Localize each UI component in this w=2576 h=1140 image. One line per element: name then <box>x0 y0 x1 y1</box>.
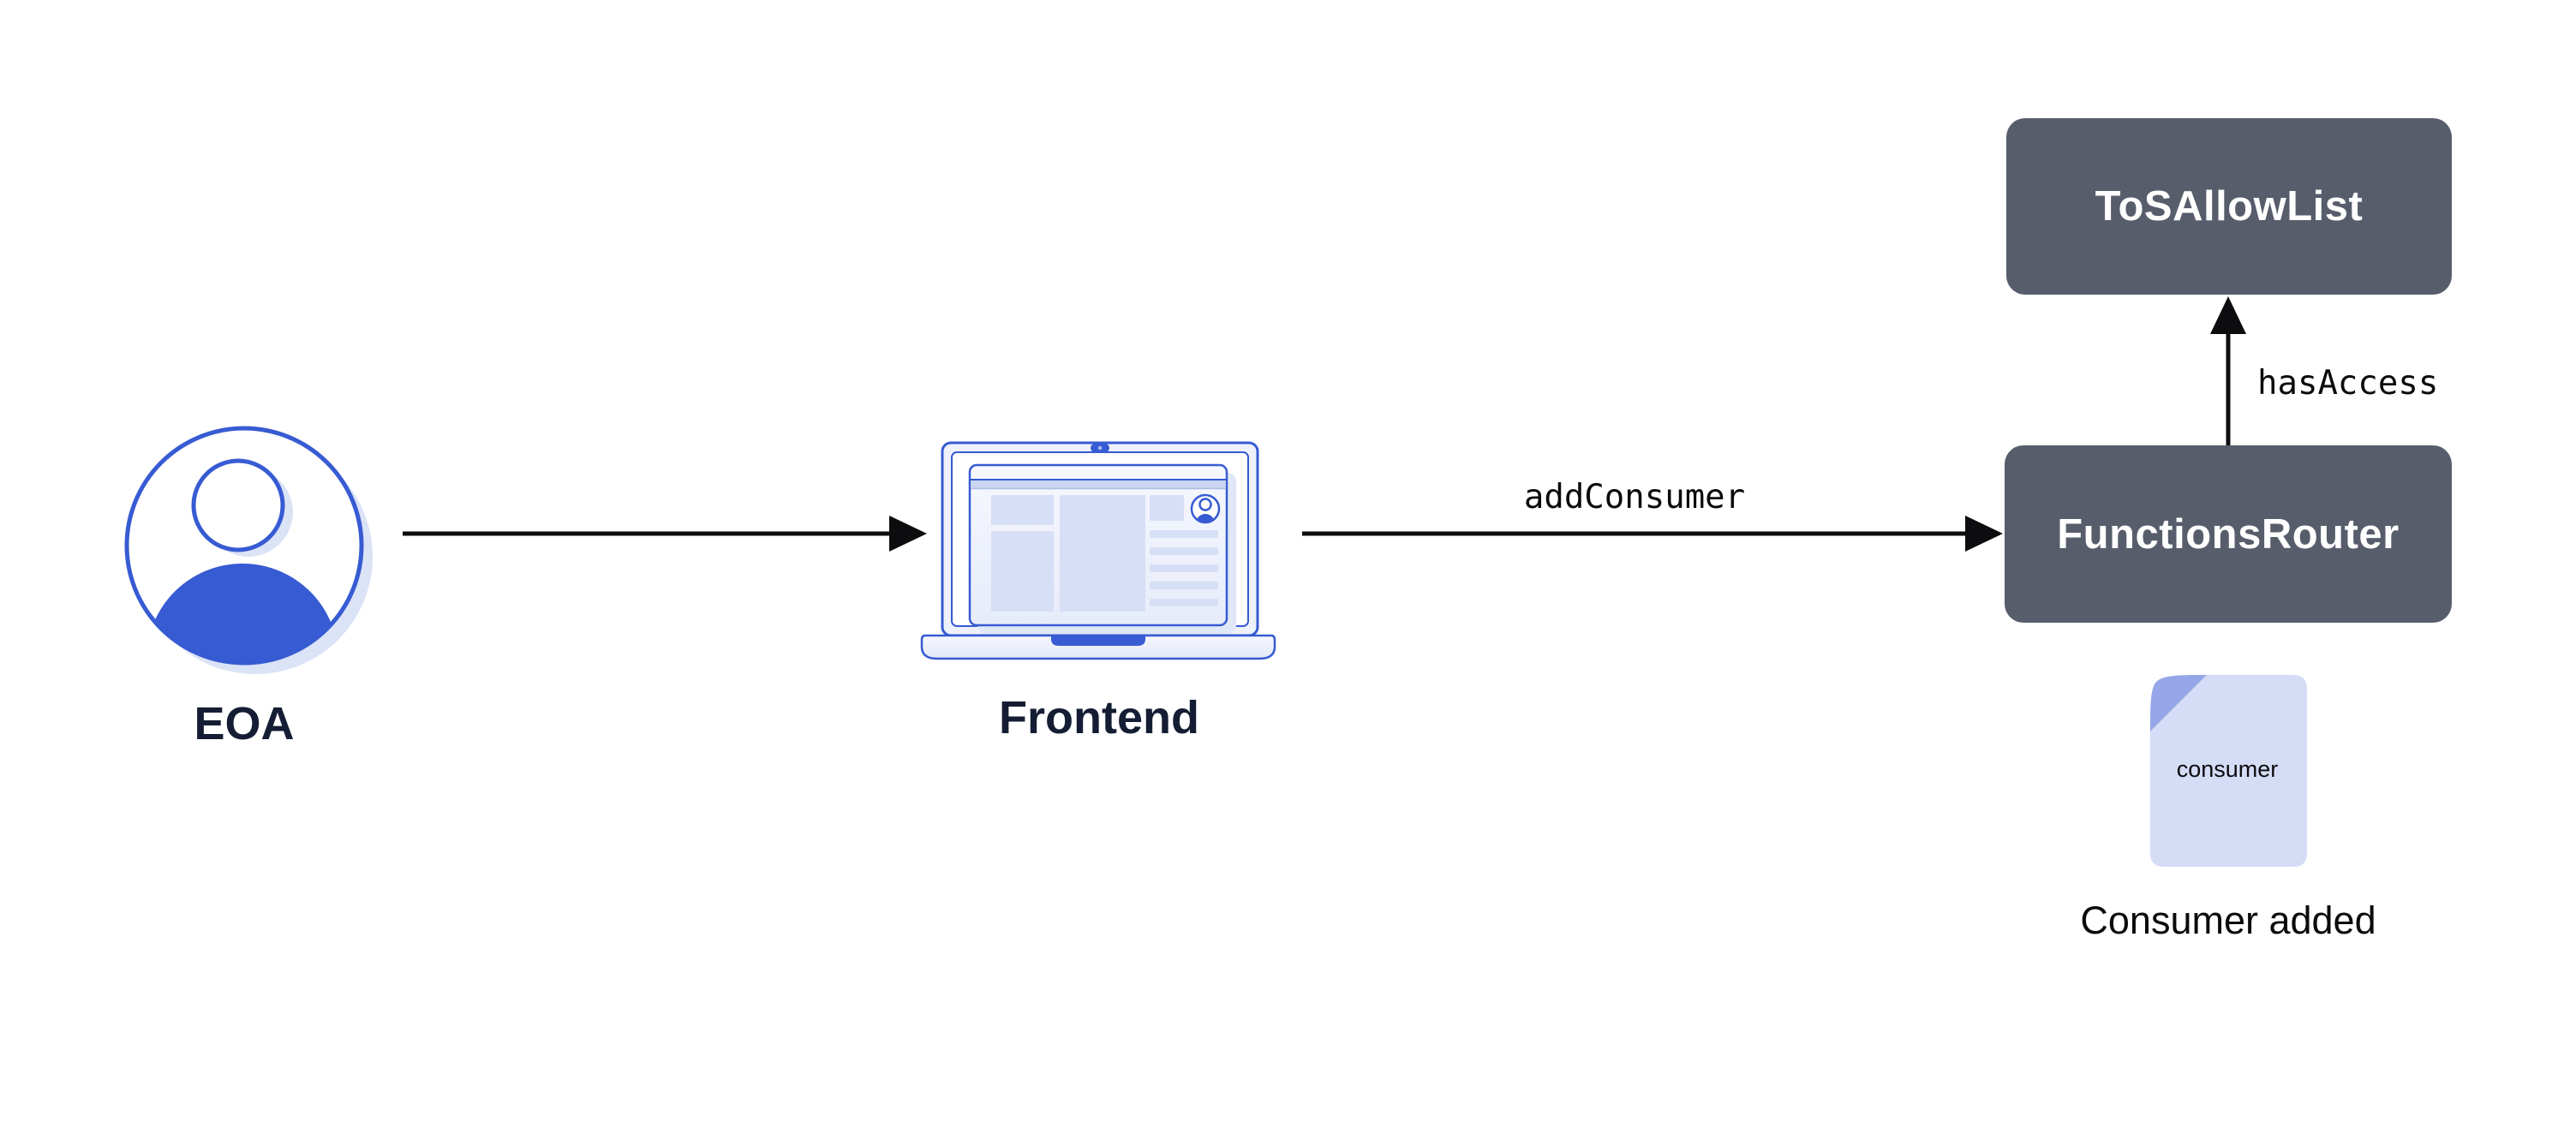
consumer-added-caption: Consumer added <box>2080 898 2376 942</box>
edge-label-hasaccess: hasAccess <box>2257 364 2439 403</box>
arrow-up-icon <box>2210 296 2246 334</box>
profile-icon <box>1190 493 1221 524</box>
functionsrouter-node: FunctionsRouter <box>2005 445 2452 623</box>
tosallowlist-node: ToSAllowList <box>2006 118 2452 295</box>
consumer-document: consumer <box>2146 671 2317 876</box>
functionsrouter-node-label: FunctionsRouter <box>2057 510 2400 558</box>
arrow-frontend-to-functionsrouter <box>1302 516 2003 552</box>
browser-content-blocks <box>991 495 1218 612</box>
eoa-node-label: EOA <box>194 698 295 749</box>
document-file-label: consumer <box>2176 756 2279 782</box>
frontend-node-label: Frontend <box>999 692 1199 743</box>
document-folded-corner <box>2150 675 2207 731</box>
avatar-head <box>191 458 285 552</box>
document-body <box>2150 675 2307 867</box>
edge-label-addconsumer: addConsumer <box>1523 478 1746 516</box>
document-icon <box>2150 675 2307 867</box>
laptop-base <box>920 634 1276 660</box>
laptop-icon <box>920 441 1276 660</box>
tosallowlist-node-label: ToSAllowList <box>2095 183 2364 230</box>
avatar-shoulders <box>146 564 338 663</box>
arrow-eoa-to-frontend <box>403 516 927 552</box>
arrow-functionsrouter-to-tosallowlist <box>2210 296 2246 445</box>
laptop-notch <box>1051 636 1145 646</box>
user-avatar-icon <box>124 426 373 674</box>
arrow-right-icon <box>889 516 927 552</box>
arrow-right-icon <box>1965 516 2003 552</box>
